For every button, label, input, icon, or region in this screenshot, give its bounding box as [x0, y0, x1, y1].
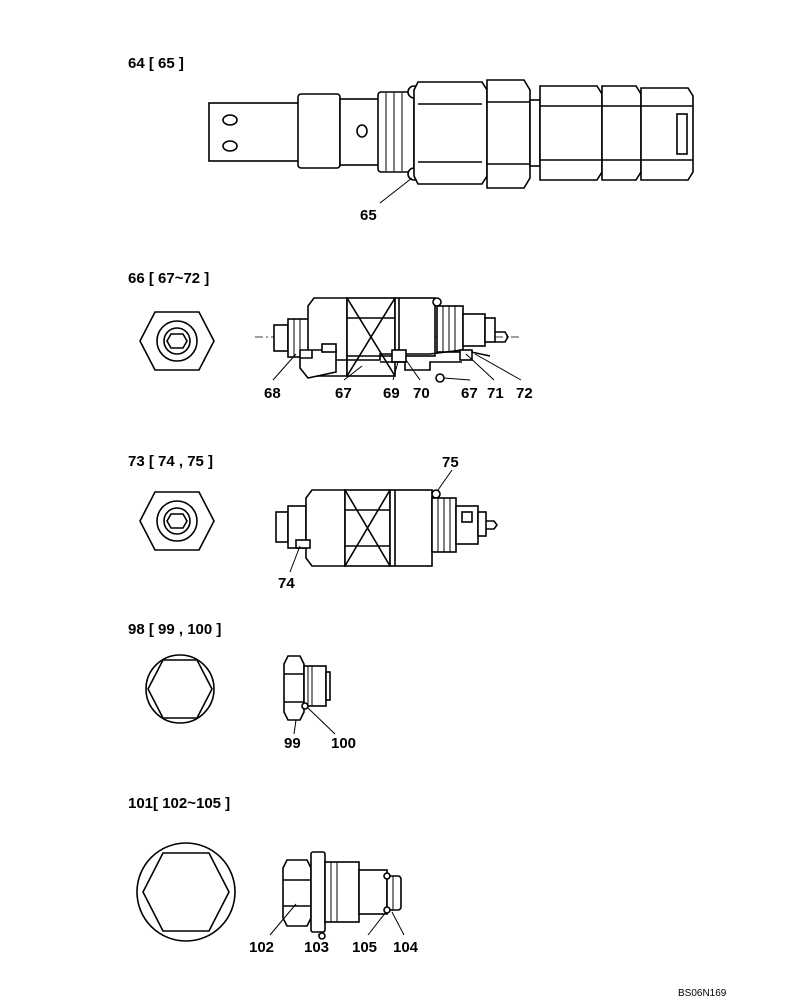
- end-view-hex-66: [139, 311, 215, 371]
- group-title-73: 73 [ 74 , 75 ]: [128, 453, 213, 470]
- label-104: 104: [393, 939, 419, 956]
- label-65: 65: [360, 207, 377, 224]
- cartridge-64-drawing: [208, 79, 694, 204]
- group-73: 73 [ 74 , 75 ]: [128, 453, 498, 592]
- end-view-plug-98: [145, 654, 215, 724]
- label-71: 71: [487, 385, 504, 402]
- end-view-hex-73: [139, 491, 215, 551]
- end-view-plug-101: [136, 842, 236, 942]
- label-67-right: 67: [461, 385, 478, 402]
- label-75: 75: [442, 454, 459, 471]
- label-99: 99: [284, 735, 301, 752]
- cartridge-66-drawing: [255, 297, 522, 383]
- group-title-98: 98 [ 99 , 100 ]: [128, 621, 221, 638]
- drawing-code: BS06N169: [678, 988, 727, 999]
- label-103: 103: [304, 939, 329, 956]
- label-72: 72: [516, 385, 533, 402]
- label-67-left: 67: [335, 385, 352, 402]
- label-105: 105: [352, 939, 377, 956]
- group-title-101: 101[ 102~105 ]: [128, 795, 230, 812]
- group-98: 98 [ 99 , 100 ] 99 100: [128, 621, 356, 752]
- group-66: 66 [ 67~72 ]: [128, 270, 533, 402]
- group-title-66: 66 [ 67~72 ]: [128, 270, 209, 287]
- label-100: 100: [331, 735, 356, 752]
- group-title-64: 64 [ 65 ]: [128, 55, 184, 72]
- label-70: 70: [413, 385, 430, 402]
- group-64: 64 [ 65 ]: [128, 55, 694, 224]
- group-101: 101[ 102~105 ] 102 103 105 104: [128, 795, 419, 956]
- label-69: 69: [383, 385, 400, 402]
- label-68: 68: [264, 385, 281, 402]
- plug-101-drawing: [269, 851, 405, 940]
- cartridge-73-drawing: [275, 469, 498, 573]
- label-74: 74: [278, 575, 295, 592]
- plug-98-drawing: [283, 655, 336, 735]
- label-102: 102: [249, 939, 274, 956]
